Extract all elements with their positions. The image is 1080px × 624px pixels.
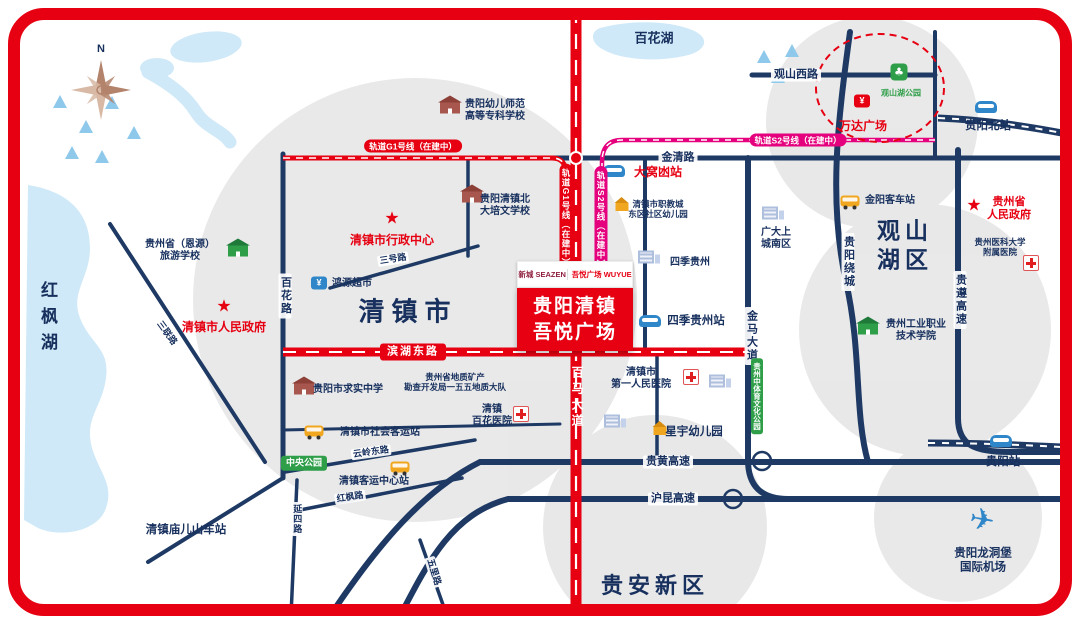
poi-label-wanda-plaza: 万达广场 <box>838 118 888 133</box>
building-icon-guangda <box>762 206 784 220</box>
metro-badge-g1-vertical: 轨道G1号线（在建中） <box>559 163 573 273</box>
wuyue-plaza-marker[interactable]: 新城 SEAZEN 吾悦广场 WUYUE 贵阳清镇 吾悦广场 <box>517 261 633 352</box>
poi-label-guiyang-station: 贵阳站 <box>985 456 1021 469</box>
plaza-name-line1: 贵阳清镇 <box>532 296 617 317</box>
building-icon-xingyu-area <box>604 414 626 428</box>
hospital-icon-baihua <box>513 406 529 422</box>
school-icon-beida-peiwen <box>460 184 484 203</box>
road-label-raocheng: 贵阳绕城 <box>841 233 855 291</box>
area-label-guian: 贵安新区 <box>600 573 710 599</box>
road-label-guizun: 贵遵高速 <box>953 271 967 329</box>
road-label-yansi: 延四路 <box>291 502 303 536</box>
metro-junction-dot <box>569 151 583 165</box>
poi-label-qiushi-school: 贵阳市求实中学 <box>313 384 383 396</box>
poi-label-miaoershan-station: 清镇庙儿山车站 <box>145 524 227 537</box>
poi-label-dawodang-station: 大窝凼站 <box>633 164 683 179</box>
poi-label-yikeda-hospital: 贵州医科大学附属医院 <box>974 236 1026 257</box>
school-icon-enyuan <box>226 238 250 257</box>
metro-badge-g1-top: 轨道G1号线（在建中） <box>364 139 462 153</box>
plaza-name-line2: 吾悦广场 <box>532 321 617 343</box>
train-icon-guiyang-station <box>990 435 1012 447</box>
poi-label-siji-station: 四季贵州站 <box>667 315 725 328</box>
water-shapes <box>24 22 705 533</box>
train-icon-dawodang <box>603 165 625 177</box>
hospital-icon-yikeda <box>1023 255 1039 271</box>
bus-icon-keyun-zhongxin <box>390 461 410 476</box>
road-label-baima: 百马大道 <box>570 366 585 430</box>
poi-label-keyun-zhongxin-station: 清镇客运中心站 <box>339 476 409 488</box>
metro-badge-s2-top: 轨道S2号线（在建中） <box>749 133 847 147</box>
poi-label-baihua-hospital: 清镇百花医院 <box>472 404 512 427</box>
lake-label-hongfeng: 红枫湖 <box>38 281 58 359</box>
star-icon-xingzheng <box>384 211 399 228</box>
poi-label-dizhi-dadui: 贵州省地质矿产勘查开发局一五五地质大队 <box>403 371 507 392</box>
compass-north-label: N <box>97 43 105 55</box>
star-icon-qingzhen-gov <box>216 299 231 316</box>
poi-label-airport: 贵阳龙洞堡国际机场 <box>954 547 1012 573</box>
poi-label-gongye-college: 贵州工业职业技术学院 <box>886 319 946 342</box>
poi-label-xingyu-kindergarten: 星宇幼儿园 <box>665 426 723 439</box>
kindergarten-icon-zhijiaocheng <box>614 197 629 211</box>
poi-label-hongyuan-market: 鸿源超市 <box>332 278 372 290</box>
school-icon-youer-shifan <box>438 95 462 114</box>
poi-label-zhongti-culture-park: 贵州中体育文化公园 <box>751 358 763 434</box>
poi-label-jinyang-bus-station: 金阳客车站 <box>865 195 915 207</box>
plaza-name: 贵阳清镇 吾悦广场 <box>517 288 633 352</box>
mall-icon-wanda <box>854 94 870 108</box>
bus-icon-shehui-keyun <box>304 425 324 440</box>
wanda-highlight-circle <box>815 33 945 143</box>
poi-label-qingzhen-gov: 清镇市人民政府 <box>181 319 267 334</box>
road-label-binhudong: 滨湖东路 <box>380 343 446 361</box>
train-icon-guiyang-north <box>975 101 997 113</box>
brand-seazen: 新城 SEAZEN <box>518 270 566 279</box>
poi-label-beida-peiwen: 贵阳清镇北大培文学校 <box>480 194 530 217</box>
plane-icon-airport <box>967 504 997 538</box>
poi-label-enyuan-school: 贵州省（恩源）旅游学校 <box>145 239 215 262</box>
school-icon-qiushi <box>292 376 316 395</box>
map-clip: N 新城 SEAZEN <box>8 8 1072 616</box>
brand-wuyue: 吾悦广场 WUYUE <box>566 269 632 280</box>
road-label-baihua: 百花路 <box>278 273 292 319</box>
bus-icon-jinyang <box>840 195 860 210</box>
road-label-hukun: 沪昆高速 <box>648 492 698 506</box>
train-icon-siji-station <box>639 315 661 327</box>
poi-label-guiyang-north-station: 贵阳北站 <box>965 120 1011 133</box>
road-label-guihuang: 贵黄高速 <box>643 455 693 469</box>
poi-label-siji-guizhou: 四季贵州 <box>670 257 710 269</box>
road-label-guanshanxi: 观山西路 <box>771 68 821 82</box>
building-icon-siji <box>638 250 660 264</box>
map-world: N 新城 SEAZEN <box>8 8 1072 616</box>
building-icon-first-hospital <box>709 374 731 388</box>
poi-label-zhijiaocheng-kindergarten: 清镇市职教城东区社区幼儿园 <box>628 198 688 219</box>
poi-label-shehui-keyun-station: 清镇市社会客运站 <box>340 427 420 439</box>
kindergarten-icon-xingyu <box>652 421 667 435</box>
compass-icon: N <box>71 43 131 120</box>
star-icon-guizhou-gov <box>966 198 981 215</box>
poi-label-xingzheng-zhongxin: 清镇市行政中心 <box>349 232 435 247</box>
hospital-icon-first-hospital <box>683 369 699 385</box>
area-label-qingzhen: 清镇市 <box>358 296 458 327</box>
poi-label-youer-shifan: 贵阳幼儿师范高等专科学校 <box>465 99 525 122</box>
lake-label-baihua: 百花湖 <box>634 30 674 46</box>
road-label-jinqing: 金清路 <box>658 151 698 165</box>
area-label-guanshanhu: 观山湖区 <box>877 217 933 272</box>
park-icon-guanshanhu <box>890 63 908 81</box>
poi-label-guangda-shangcheng: 广大上城南区 <box>761 227 791 250</box>
poi-label-guizhou-gov: 贵州省人民政府 <box>987 196 1031 221</box>
plaza-brand-bar: 新城 SEAZEN 吾悦广场 WUYUE <box>517 261 633 288</box>
poi-label-qingzhen-first-hospital: 清镇市第一人民医院 <box>611 367 671 390</box>
poi-label-guanshanhu-park: 观山湖公园 <box>881 88 921 98</box>
metro-badge-s2-vertical: 轨道S2号线（在建中） <box>594 166 608 274</box>
road-label-jinma: 金马大道 <box>744 307 758 365</box>
poi-label-zhongyang-park: 中央公园 <box>280 455 328 471</box>
school-icon-gongye <box>856 316 880 335</box>
market-icon-hongyuan <box>311 276 327 290</box>
